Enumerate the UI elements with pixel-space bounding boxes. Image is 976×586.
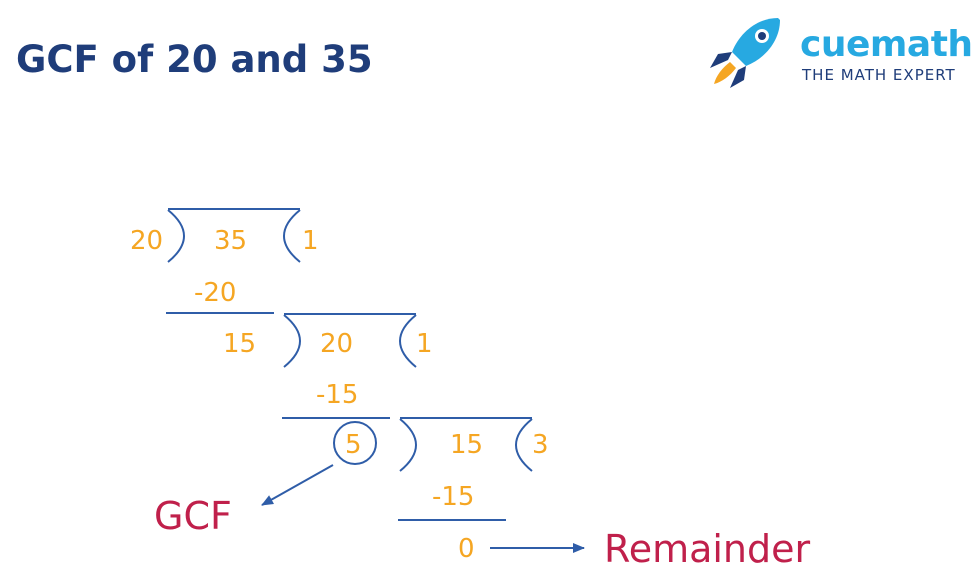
step2-remainder: 5 xyxy=(345,430,362,460)
brand-name: cuemath xyxy=(800,24,973,65)
brand-tagline: THE MATH EXPERT xyxy=(802,66,956,84)
cuemath-logo: cuemath THE MATH EXPERT xyxy=(706,10,973,90)
step1-dividend: 35 xyxy=(214,226,247,256)
brand-math: math xyxy=(869,24,973,65)
step1-quotient: 1 xyxy=(302,226,319,256)
step2-right-bracket xyxy=(399,314,417,368)
gcf-label: GCF xyxy=(154,494,232,538)
rocket-icon xyxy=(710,18,780,88)
brand-cue: cue xyxy=(800,24,870,65)
step1-divisor: 20 xyxy=(130,226,163,256)
step2-quotient: 1 xyxy=(416,329,433,359)
step2-left-bracket xyxy=(283,314,301,368)
step3-quotient: 3 xyxy=(532,430,549,460)
step1-remainder: 15 xyxy=(223,329,256,359)
step1-left-bracket xyxy=(167,209,185,263)
page-title: GCF of 20 and 35 xyxy=(16,38,373,81)
step3-subtract: -15 xyxy=(432,482,474,512)
step2-subtract: -15 xyxy=(316,380,358,410)
gcf-arrow xyxy=(261,464,334,506)
step3-dividend: 15 xyxy=(450,430,483,460)
step1-right-bracket xyxy=(283,209,301,263)
step3-right-bracket xyxy=(515,418,533,472)
step1-subtract: -20 xyxy=(194,278,236,308)
step2-dividend: 20 xyxy=(320,329,353,359)
step3-remainder: 0 xyxy=(458,534,475,564)
gcf-circle xyxy=(333,421,377,465)
step3-left-bracket xyxy=(399,418,417,472)
remainder-label: Remainder xyxy=(604,527,811,571)
